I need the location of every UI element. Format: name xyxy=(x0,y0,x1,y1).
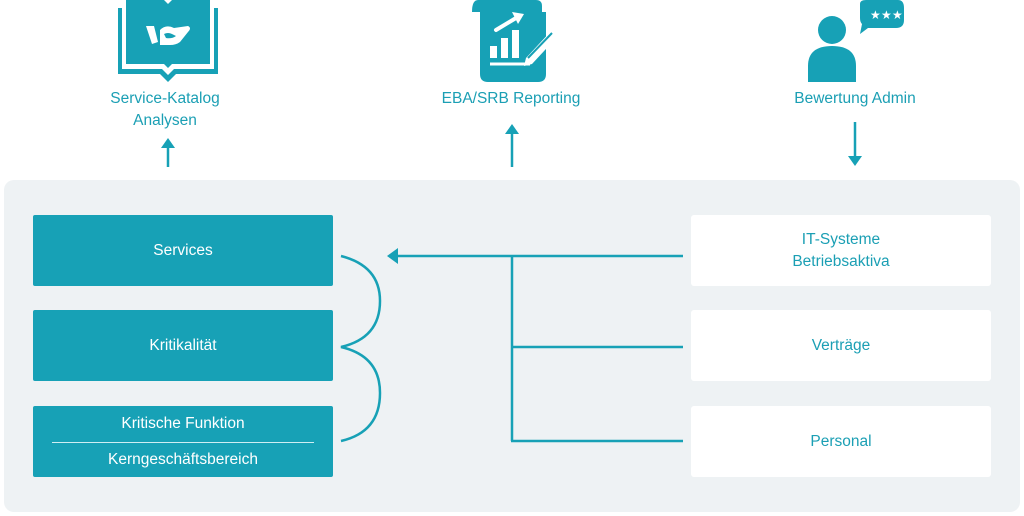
vertraege-box: Verträge xyxy=(691,310,991,381)
svg-text:★: ★ xyxy=(881,8,892,22)
kerngeschaeftsbereich-label: Kerngeschäftsbereich xyxy=(108,451,258,468)
service-katalog-label: Service-Katalog Analysen xyxy=(95,88,235,132)
arrow-up-service-katalog xyxy=(161,138,175,167)
service-katalog-label-line-1: Service-Katalog xyxy=(110,90,220,107)
bewertung-admin-label-line-1: Bewertung Admin xyxy=(794,90,916,107)
eba-srb-label-line-1: EBA/SRB Reporting xyxy=(441,90,581,107)
report-chart-pen-icon xyxy=(472,0,558,82)
kritische-funktion-box: Kritische Funktion Kerngeschäftsbereich xyxy=(33,406,333,477)
eba-srb-label: EBA/SRB Reporting xyxy=(430,88,592,110)
services-label: Services xyxy=(153,241,213,259)
svg-text:★: ★ xyxy=(892,8,903,22)
kritische-funktion-label: Kritische Funktion xyxy=(121,415,245,432)
arrow-to-left-head xyxy=(387,248,398,264)
it-systeme-label: IT-Systeme xyxy=(801,230,881,248)
arrow-down-bewertung xyxy=(848,122,862,166)
brace-curve xyxy=(340,254,382,443)
svg-text:★: ★ xyxy=(870,8,881,22)
kritikalitaet-label: Kritikalität xyxy=(149,336,217,354)
user-rating-icon: ★ ★ ★ xyxy=(808,0,904,82)
it-systeme-box: IT-Systeme Betriebsaktiva xyxy=(691,215,991,286)
personal-label: Personal xyxy=(810,432,872,450)
personal-box: Personal xyxy=(691,406,991,477)
arrow-up-eba-srb xyxy=(505,124,519,167)
open-book-hand-icon xyxy=(118,0,218,82)
box-divider xyxy=(52,442,314,443)
bewertung-admin-label: Bewertung Admin xyxy=(775,88,935,110)
service-katalog-label-line-2: Analysen xyxy=(133,112,197,129)
kritikalitaet-box: Kritikalität xyxy=(33,310,333,381)
betriebsaktiva-label: Betriebsaktiva xyxy=(792,252,890,270)
vertraege-label: Verträge xyxy=(811,336,871,354)
services-box: Services xyxy=(33,215,333,286)
